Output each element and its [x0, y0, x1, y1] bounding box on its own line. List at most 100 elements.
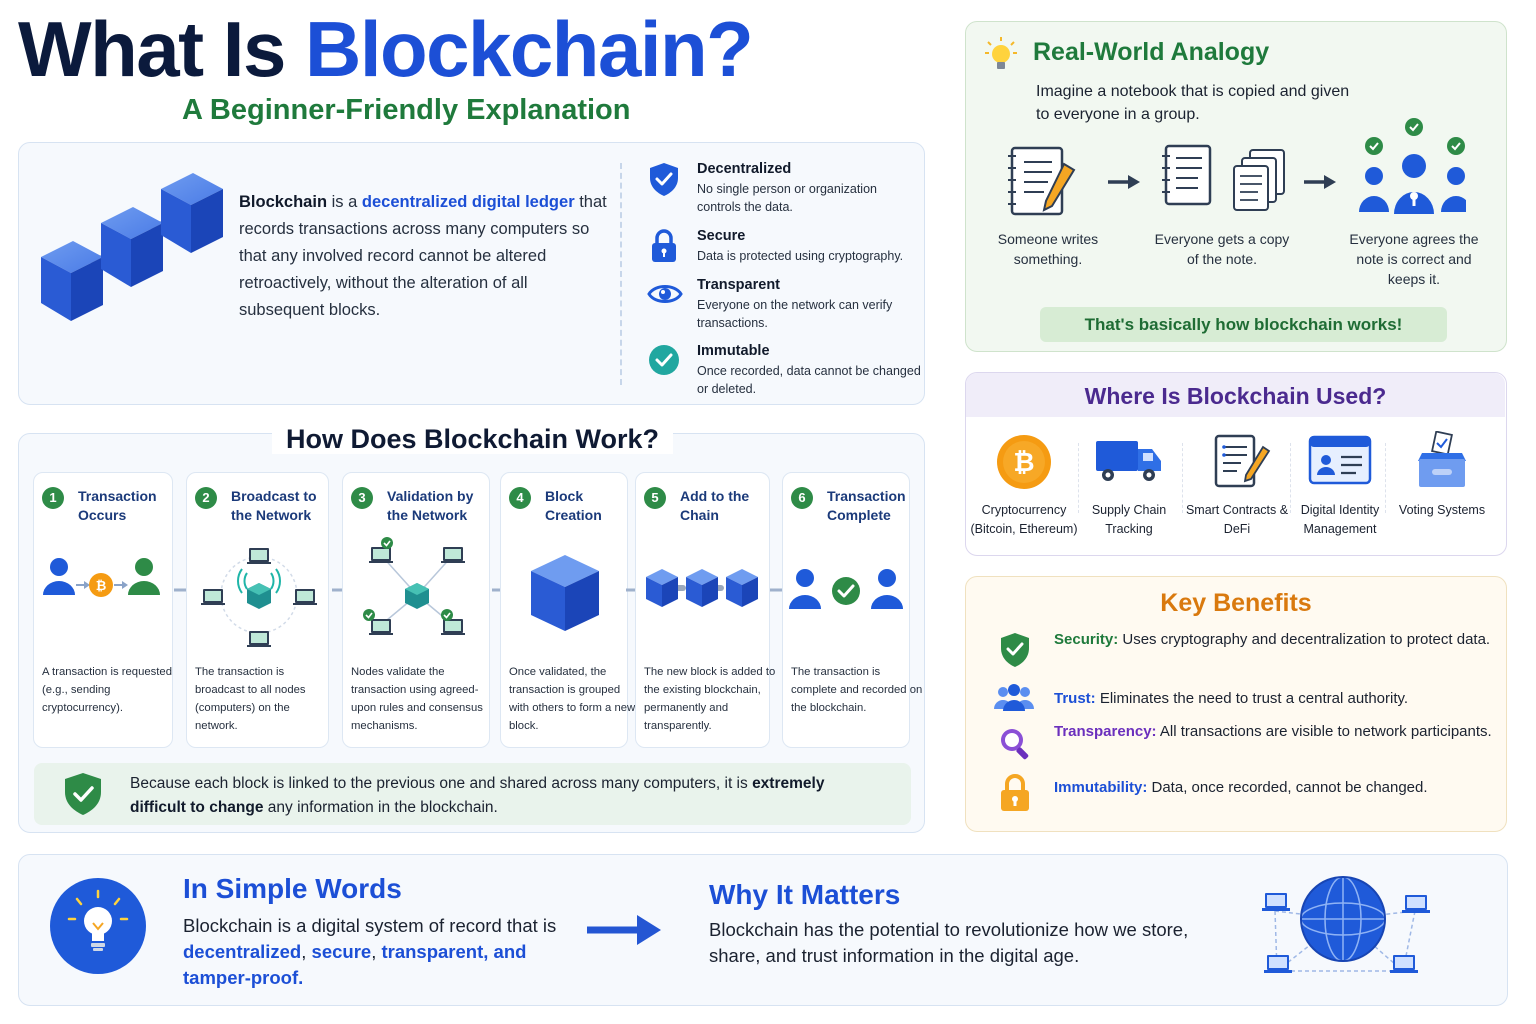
svg-text:₿: ₿ — [96, 579, 107, 594]
step-label: Validation by the Network — [387, 488, 474, 523]
simple-pre: Blockchain is a digital system of record… — [183, 915, 557, 936]
shield-check-icon — [647, 161, 681, 196]
copied-notes-icon — [1160, 142, 1290, 218]
note-bold: extremely difficult to change — [130, 775, 825, 816]
analogy-caption: Everyone agrees the note is correct and … — [1349, 231, 1479, 287]
analogy-caption: Someone writes something. — [997, 231, 1099, 267]
step-number: 4 — [509, 487, 531, 509]
step-6: 6 Transaction Complete The transaction i… — [782, 472, 922, 748]
step-number: 5 — [644, 487, 666, 509]
benefit-immutability: Immutability: Data, once recorded, canno… — [1054, 777, 1494, 798]
lock-icon — [998, 773, 1032, 813]
step-desc: The transaction is broadcast to all node… — [195, 666, 306, 732]
use-label-supply-chain: Supply Chain Tracking — [1091, 503, 1167, 536]
step-1: 1 Transaction Occurs ₿ A transaction is … — [33, 472, 173, 748]
broadcast-network-icon — [187, 503, 330, 653]
step-3: 3 Validation by the Network Nodes valida… — [342, 472, 490, 748]
benefits-title: Key Benefits — [1160, 589, 1312, 617]
simple-tamper-proof: tamper-proof — [183, 967, 299, 988]
step-desc: The new block is added to the existing b… — [644, 666, 776, 732]
uses-divider — [1182, 443, 1183, 513]
intro-rest: that records transactions across many co… — [239, 193, 607, 319]
magnifier-icon — [997, 725, 1033, 761]
benefit-text: Eliminates the need to trust a central a… — [1095, 690, 1409, 707]
benefit-text: Data, once recorded, cannot be changed. — [1147, 779, 1428, 796]
simple-period: . — [298, 967, 304, 988]
simple-secure: secure — [311, 941, 372, 962]
note-pre: Because each block is linked to the prev… — [130, 775, 753, 792]
simple-sep-2: , — [371, 941, 382, 962]
simple-transparent: transparent — [381, 941, 484, 962]
step-4: 4 Block Creation Once validated, the tra… — [500, 472, 635, 748]
why-it-matters-text: Blockchain has the potential to revoluti… — [709, 919, 1189, 966]
step-label: Transaction Complete — [827, 488, 906, 523]
benefit-transparency: Transparency: All transactions are visib… — [1054, 721, 1494, 742]
use-label-digital-identity: Digital Identity Management — [1300, 503, 1380, 536]
group-agreement-icon — [1356, 116, 1466, 216]
chain-blocks-icon — [636, 565, 771, 615]
global-network-icon — [1253, 865, 1443, 993]
title-lead: What Is — [18, 5, 286, 93]
validation-network-icon — [343, 503, 491, 653]
step-desc: The transaction is complete and recorded… — [791, 666, 923, 714]
benefit-term: Security: — [1054, 631, 1119, 648]
title-accent: Blockchain? — [305, 5, 754, 93]
benefit-term: Trust: — [1054, 690, 1096, 707]
step-label: Add to the Chain — [680, 488, 750, 523]
uses-divider — [1290, 443, 1291, 513]
step-number: 3 — [351, 487, 373, 509]
step-label: Transaction Occurs — [78, 488, 157, 523]
feature-desc: Data is protected using cryptography. — [697, 249, 904, 263]
feature-desc: Once recorded, data cannot be changed or… — [697, 364, 921, 396]
analogy-panel: Real-World Analogy Imagine a notebook th… — [965, 21, 1507, 352]
uses-header — [966, 373, 1505, 417]
why-it-matters-title: Why It Matters — [709, 879, 901, 910]
uses-divider — [1385, 443, 1386, 513]
analogy-caption: Everyone gets a copy of the note. — [1154, 231, 1290, 267]
contract-icon — [1213, 433, 1271, 491]
security-note: Because each block is linked to the prev… — [34, 763, 911, 825]
benefit-text: Uses cryptography and decentralization t… — [1118, 631, 1491, 648]
uses-divider — [1078, 443, 1079, 513]
benefit-text: All transactions are visible to network … — [1156, 723, 1492, 740]
arrow-right-icon — [1302, 172, 1338, 192]
arrow-right-icon — [1106, 172, 1142, 192]
step-desc: Once validated, the transaction is group… — [509, 666, 636, 732]
svg-text:₿: ₿ — [1013, 448, 1034, 478]
step-desc: Nodes validate the transaction using agr… — [351, 666, 483, 732]
intro-is-a: is a — [327, 193, 362, 211]
feature-title: Transparent — [697, 277, 780, 293]
step-number: 6 — [791, 487, 813, 509]
intro-divider — [620, 163, 622, 385]
simple-sep-1: , — [301, 941, 312, 962]
blockchain-cubes-icon — [37, 171, 227, 321]
use-label-voting: Voting Systems — [1398, 503, 1486, 517]
lock-icon — [647, 228, 681, 262]
lightbulb-icon — [984, 36, 1018, 74]
note-text: Because each block is linked to the prev… — [130, 772, 830, 820]
use-label-smart-contracts: Smart Contracts & DeFi — [1185, 503, 1289, 536]
uses-panel: Where Is Blockchain Used? ₿ Cryptocurren… — [965, 372, 1507, 556]
step-number: 1 — [42, 487, 64, 509]
notebook-writing-icon — [1004, 144, 1090, 220]
intro-term: Blockchain — [239, 193, 328, 211]
transaction-icon: ₿ — [34, 537, 174, 607]
benefits-panel: Key Benefits Security: Uses cryptography… — [965, 576, 1507, 832]
step-5: 5 Add to the Chain The new block is adde… — [635, 472, 775, 748]
analogy-title: Real-World Analogy — [1033, 38, 1270, 66]
note-post: any information in the blockchain. — [263, 799, 498, 816]
page-title: What Is Blockchain? — [18, 4, 754, 94]
feature-title: Decentralized — [697, 161, 792, 177]
block-cube-icon — [501, 553, 629, 633]
bitcoin-icon: ₿ — [995, 433, 1053, 491]
summary-panel: In Simple Words Blockchain is a digital … — [18, 854, 1508, 1006]
lightbulb-icon — [49, 877, 147, 975]
arrow-right-icon — [585, 911, 663, 949]
analogy-conclusion: That's basically how blockchain works! — [1040, 307, 1447, 342]
benefit-term: Transparency: — [1054, 723, 1157, 740]
intro-definition: Blockchain is a decentralized digital le… — [239, 189, 609, 324]
truck-icon — [1094, 435, 1164, 485]
step-label: Block Creation — [545, 488, 602, 523]
step-label: Broadcast to the Network — [231, 488, 317, 523]
simple-words-title: In Simple Words — [183, 873, 402, 904]
